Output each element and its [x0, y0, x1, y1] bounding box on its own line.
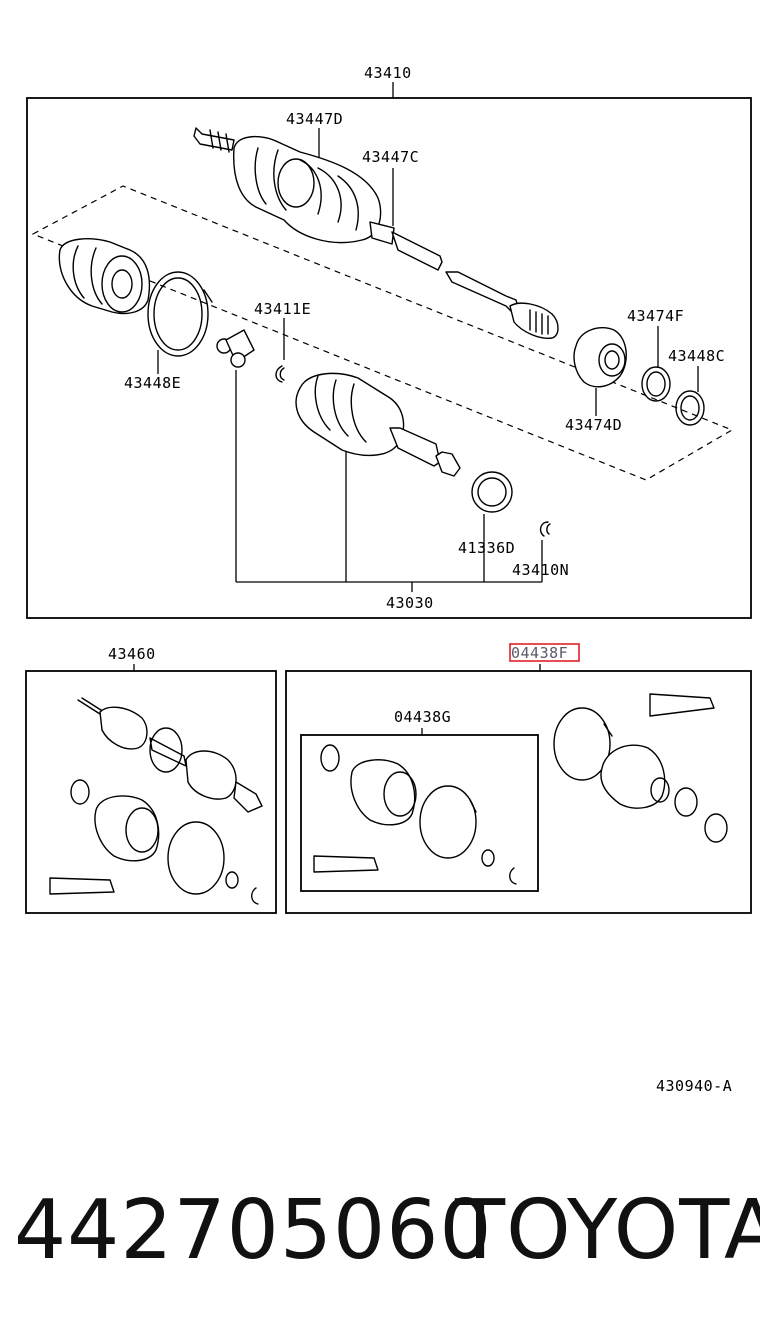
- snap-ring-43411E[interactable]: [275, 365, 285, 383]
- outer-boot-43448E-kit[interactable]: [58, 238, 151, 315]
- brand-name: TOYOTA: [455, 1183, 760, 1278]
- boot-clamp-43448E[interactable]: [147, 271, 213, 357]
- main-assembly-frame: [26, 97, 752, 619]
- diagram-code: 430940-A: [656, 1077, 732, 1095]
- label-43447C[interactable]: 43447C: [362, 148, 419, 166]
- outer-joint-assembly-43460[interactable]: [49, 697, 263, 905]
- label-41336D[interactable]: 41336D: [458, 539, 515, 557]
- label-04438G[interactable]: 04438G: [394, 708, 451, 726]
- label-43410N[interactable]: 43410N: [512, 561, 569, 579]
- label-43448C[interactable]: 43448C: [668, 347, 725, 365]
- kit-dashed-outline: [31, 185, 734, 481]
- label-43447D[interactable]: 43447D: [286, 110, 343, 128]
- label-43460[interactable]: 43460: [108, 645, 156, 663]
- label-43411E[interactable]: 43411E: [254, 300, 311, 318]
- part-number: 442705060: [14, 1183, 493, 1278]
- tripod-joint-43030[interactable]: [216, 329, 255, 368]
- snap-ring-43410N[interactable]: [539, 521, 551, 537]
- damper-43474D[interactable]: [573, 327, 627, 388]
- box-04438F: [285, 670, 752, 914]
- label-43474F[interactable]: 43474F: [627, 307, 684, 325]
- label-04438F[interactable]: 04438F: [511, 644, 568, 662]
- boot-kit-04438F[interactable]: [553, 693, 728, 843]
- drive-shaft[interactable]: [193, 127, 559, 339]
- label-43448E[interactable]: 43448E: [124, 374, 181, 392]
- label-43410[interactable]: 43410: [364, 64, 412, 82]
- boot-kit-04438G[interactable]: [313, 744, 517, 885]
- label-43030[interactable]: 43030: [386, 594, 434, 612]
- inner-joint-housing[interactable]: [295, 372, 461, 477]
- highlight-box-04438F: [509, 643, 580, 662]
- clamp-43474F[interactable]: [641, 366, 671, 402]
- label-43474D[interactable]: 43474D: [565, 416, 622, 434]
- clamp-43448C[interactable]: [675, 390, 705, 426]
- box-04438G: [300, 734, 539, 892]
- dust-seal-41336D[interactable]: [471, 471, 513, 513]
- box-43460: [25, 670, 277, 914]
